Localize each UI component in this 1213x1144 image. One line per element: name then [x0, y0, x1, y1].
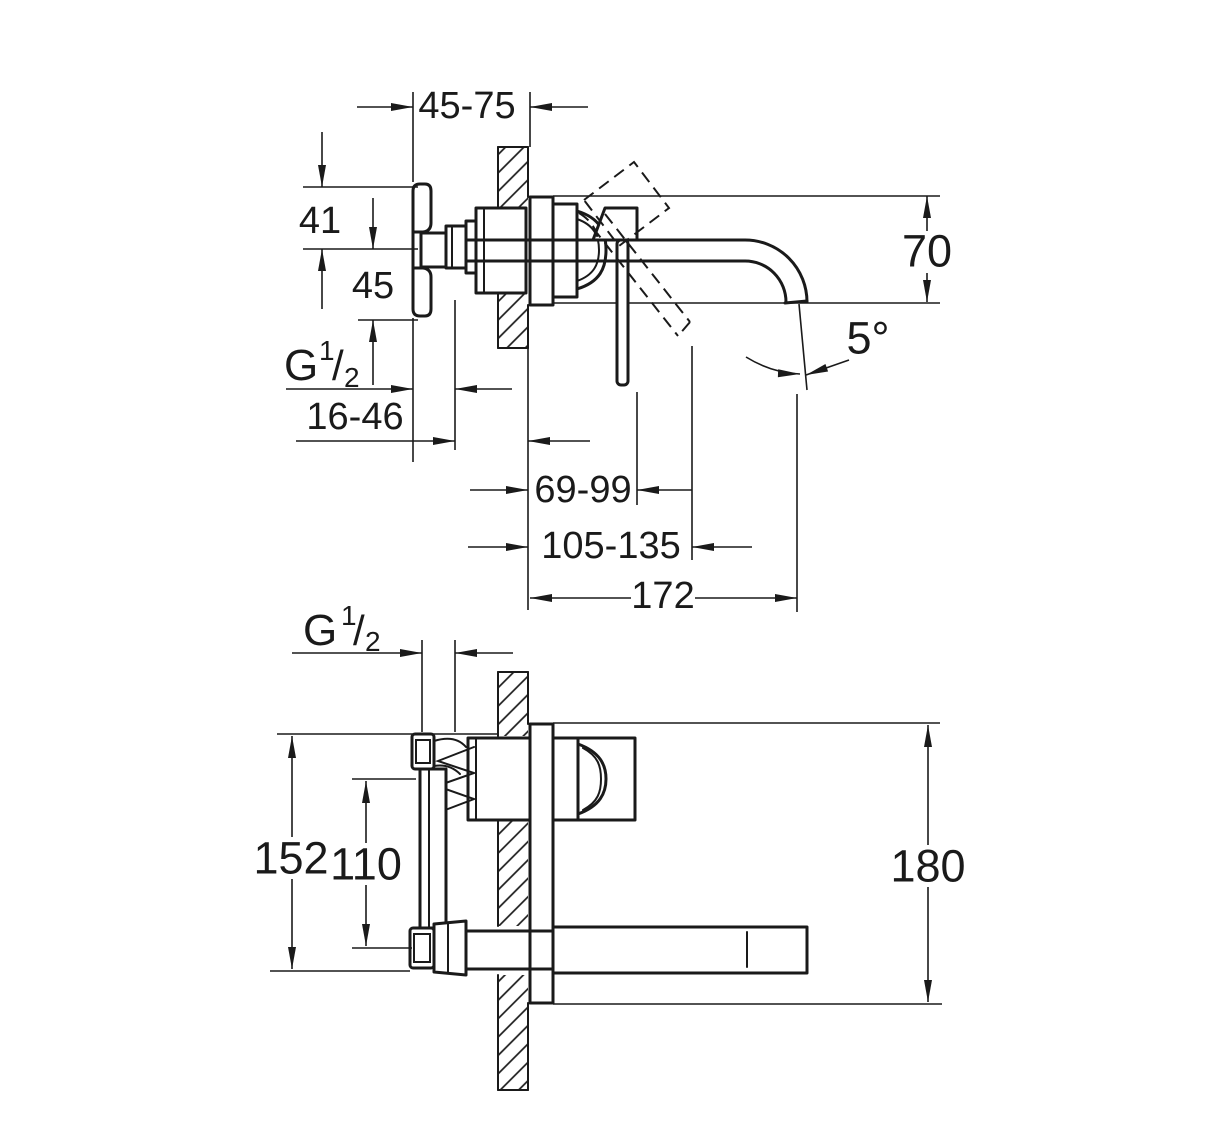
dim-label-thread-bottom-den: 2: [365, 626, 381, 657]
cap-dome-outer-arc: [576, 742, 608, 816]
dimension-g-half-bottom: G 1 / 2: [292, 600, 513, 732]
cap-dome-inner-arc: [582, 747, 603, 811]
dim-label-wall-clearance: 16-46: [306, 396, 403, 438]
dimension-172: 172: [530, 394, 798, 617]
angle-leader-line: [805, 359, 850, 376]
frame-bar: [418, 767, 448, 930]
dim-label-thread-top: G: [284, 341, 318, 390]
spout-bottom-view: [464, 925, 809, 975]
spout-inner-bend: [743, 259, 788, 304]
dim-label-spout-reach: 172: [631, 575, 694, 617]
spout-outer-bend: [743, 238, 809, 304]
bell-flange-neck: [411, 230, 423, 270]
wall-hatch-middle: [498, 820, 528, 926]
spout-tube: [551, 925, 809, 975]
dim-label-overall-height: 180: [890, 841, 965, 892]
wall-section: [497, 146, 529, 349]
wall-section-bottom: [497, 671, 529, 1091]
dim-label-install-depth: 45-75: [418, 85, 515, 127]
dim-label-thread-bottom-slash: /: [353, 607, 365, 654]
dimension-16-46: 16-46: [296, 348, 590, 610]
dim-label-thread-top-slash: /: [332, 342, 344, 389]
bell-flange-bottom-lobe: [411, 266, 433, 318]
dimension-70: 70: [902, 196, 952, 302]
dim-label-handle-reach-closed: 69-99: [534, 469, 631, 511]
spout: [464, 238, 809, 305]
dimension-69-99: 69-99: [470, 392, 692, 511]
dim-label-frame-height: 152: [253, 833, 328, 884]
rough-in-valve: [411, 182, 528, 318]
bell-flange-top-lobe: [411, 182, 433, 234]
top-view-side-elevation: 5° 45-75 41 45 G: [284, 85, 952, 617]
dim-label-thread-bottom-num: 1: [341, 600, 357, 631]
dimension-g-half-top: G 1 / 2: [284, 300, 512, 462]
escutcheon-plate: [528, 195, 555, 307]
wall-hatch-upper: [498, 147, 528, 208]
plumb-reference-line: [798, 303, 808, 391]
dim-label-thread-bottom: G: [303, 606, 337, 655]
dimension-45-75: 45-75: [357, 85, 588, 182]
spout-outlet: [783, 299, 809, 305]
escutcheon-plate-bottom: [528, 722, 555, 1005]
toothed-coupling: [433, 746, 478, 813]
dimension-41: 41: [299, 132, 418, 309]
spout-angle-annotation: 5°: [745, 303, 890, 391]
handle-dome-inner-arc: [576, 218, 601, 282]
dim-label-handle-reach-open: 105-135: [541, 525, 680, 567]
mixer-body: [551, 202, 639, 387]
bottom-view-side-elevation: G 1 / 2 152 110 180: [253, 600, 966, 1091]
dimension-105-135: 105-135: [468, 346, 752, 567]
dimension-180: 180: [890, 725, 966, 1002]
dim-label-port-spacing: 110: [330, 839, 402, 890]
dimension-45: 45: [352, 198, 418, 385]
handle-dome-outer-arc: [575, 209, 608, 291]
dim-label-spout-angle: 5°: [846, 313, 889, 364]
angle-arc: [745, 356, 801, 378]
dim-label-lower-offset: 45: [352, 265, 394, 307]
dim-label-upper-offset: 41: [299, 200, 341, 242]
mounting-frame: [408, 732, 532, 977]
dim-label-thread-top-den: 2: [344, 362, 360, 393]
body-cylinder: [551, 202, 579, 299]
inlet-stem: [444, 224, 468, 270]
body-cylinder-bottom: [551, 736, 580, 822]
bottom-fitting-bracket: [432, 919, 468, 977]
dimension-152: 152: [253, 733, 497, 972]
through-wall-block: [466, 736, 532, 822]
wall-hatch-lower: [498, 293, 528, 348]
dimension-110: 110: [330, 778, 416, 949]
wall-hatch-bottom: [498, 975, 528, 1090]
wall-hatch-top: [498, 672, 528, 736]
dim-label-thread-top-num: 1: [319, 335, 335, 366]
dim-label-spout-drop: 70: [902, 226, 952, 277]
mixer-body-bottom: [551, 736, 637, 822]
handle-open-position-dashed: [578, 160, 691, 337]
